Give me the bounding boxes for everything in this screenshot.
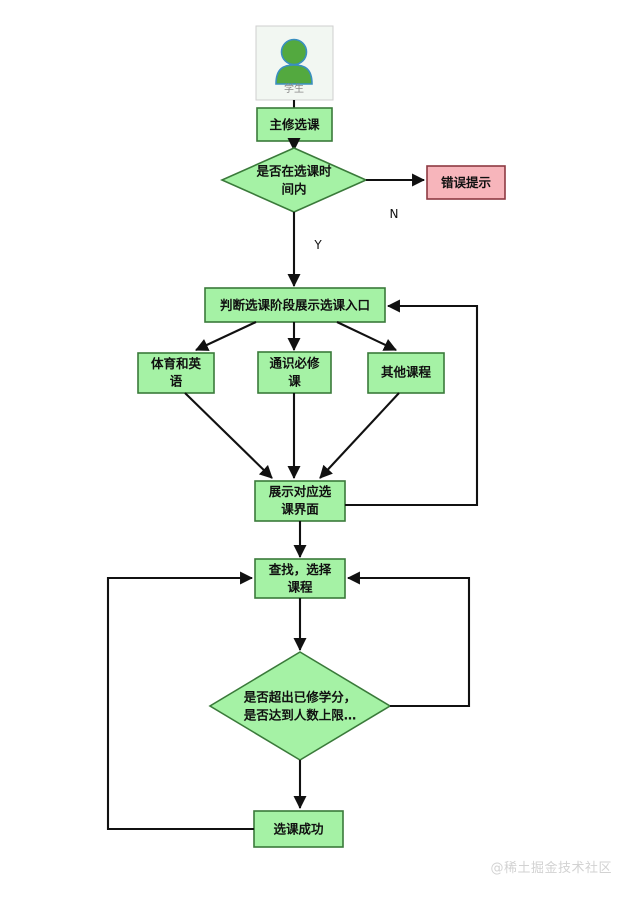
node-start[interactable]: 主修选课: [256, 107, 333, 142]
edge-other-showui: [319, 392, 400, 479]
watermark: @稀土掘金技术社区: [490, 861, 612, 876]
edge-label-no: N: [390, 207, 399, 221]
node-limit-check-decision[interactable]: 是否超出已修学分， 是否达到人数上限…: [208, 651, 392, 761]
node-success[interactable]: 选课成功: [253, 810, 344, 848]
node-other-courses-label: 其他课程: [381, 365, 432, 380]
edge-pe-showui: [184, 392, 273, 479]
node-error-label: 错误提示: [441, 175, 492, 190]
node-general-required[interactable]: 通识必修 课: [257, 351, 332, 394]
node-stage[interactable]: 判断选课阶段展示选课入口: [204, 287, 386, 323]
actor-label: 学生: [284, 82, 304, 95]
node-pe-english-line1: 体育和英: [151, 356, 202, 371]
node-in-time-line2: 间内: [281, 182, 306, 197]
node-success-label: 选课成功: [273, 822, 323, 837]
node-show-ui-line2: 课界面: [281, 502, 319, 517]
node-stage-label: 判断选课阶段展示选课入口: [220, 298, 370, 313]
node-limit-check-line1: 是否超出已修学分，: [243, 690, 357, 705]
node-in-time-decision[interactable]: 是否在选课时 间内: [220, 147, 368, 213]
node-pe-english-line2: 语: [170, 374, 183, 389]
node-other-courses[interactable]: 其他课程: [367, 352, 445, 394]
edge-label-yes: Y: [313, 238, 322, 252]
node-pe-english[interactable]: 体育和英 语: [137, 352, 215, 394]
node-general-required-line1: 通识必修: [269, 356, 320, 371]
node-show-ui[interactable]: 展示对应选 课界面: [254, 480, 346, 522]
node-error[interactable]: 错误提示: [426, 165, 506, 200]
edge-stage-other: [336, 321, 397, 351]
node-show-ui-line1: 展示对应选: [269, 484, 332, 499]
node-limit-check-line2: 是否达到人数上限…: [243, 708, 357, 723]
edge-limitcheck-search-loop: [346, 571, 471, 708]
user-avatar-icon: [275, 38, 313, 85]
edge-success-search-loop: [106, 571, 254, 831]
node-search-select[interactable]: 查找，选择 课程: [254, 558, 346, 599]
node-search-select-line1: 查找，选择: [268, 562, 332, 577]
node-in-time-line1: 是否在选课时: [255, 164, 332, 179]
actor-student: 学生: [255, 25, 334, 101]
node-general-required-line2: 课: [288, 374, 301, 389]
edge-stage-pe: [195, 321, 257, 351]
node-search-select-line2: 课程: [287, 580, 313, 595]
node-start-label: 主修选课: [269, 117, 320, 132]
edge-showui-stage-loop: [345, 299, 479, 507]
